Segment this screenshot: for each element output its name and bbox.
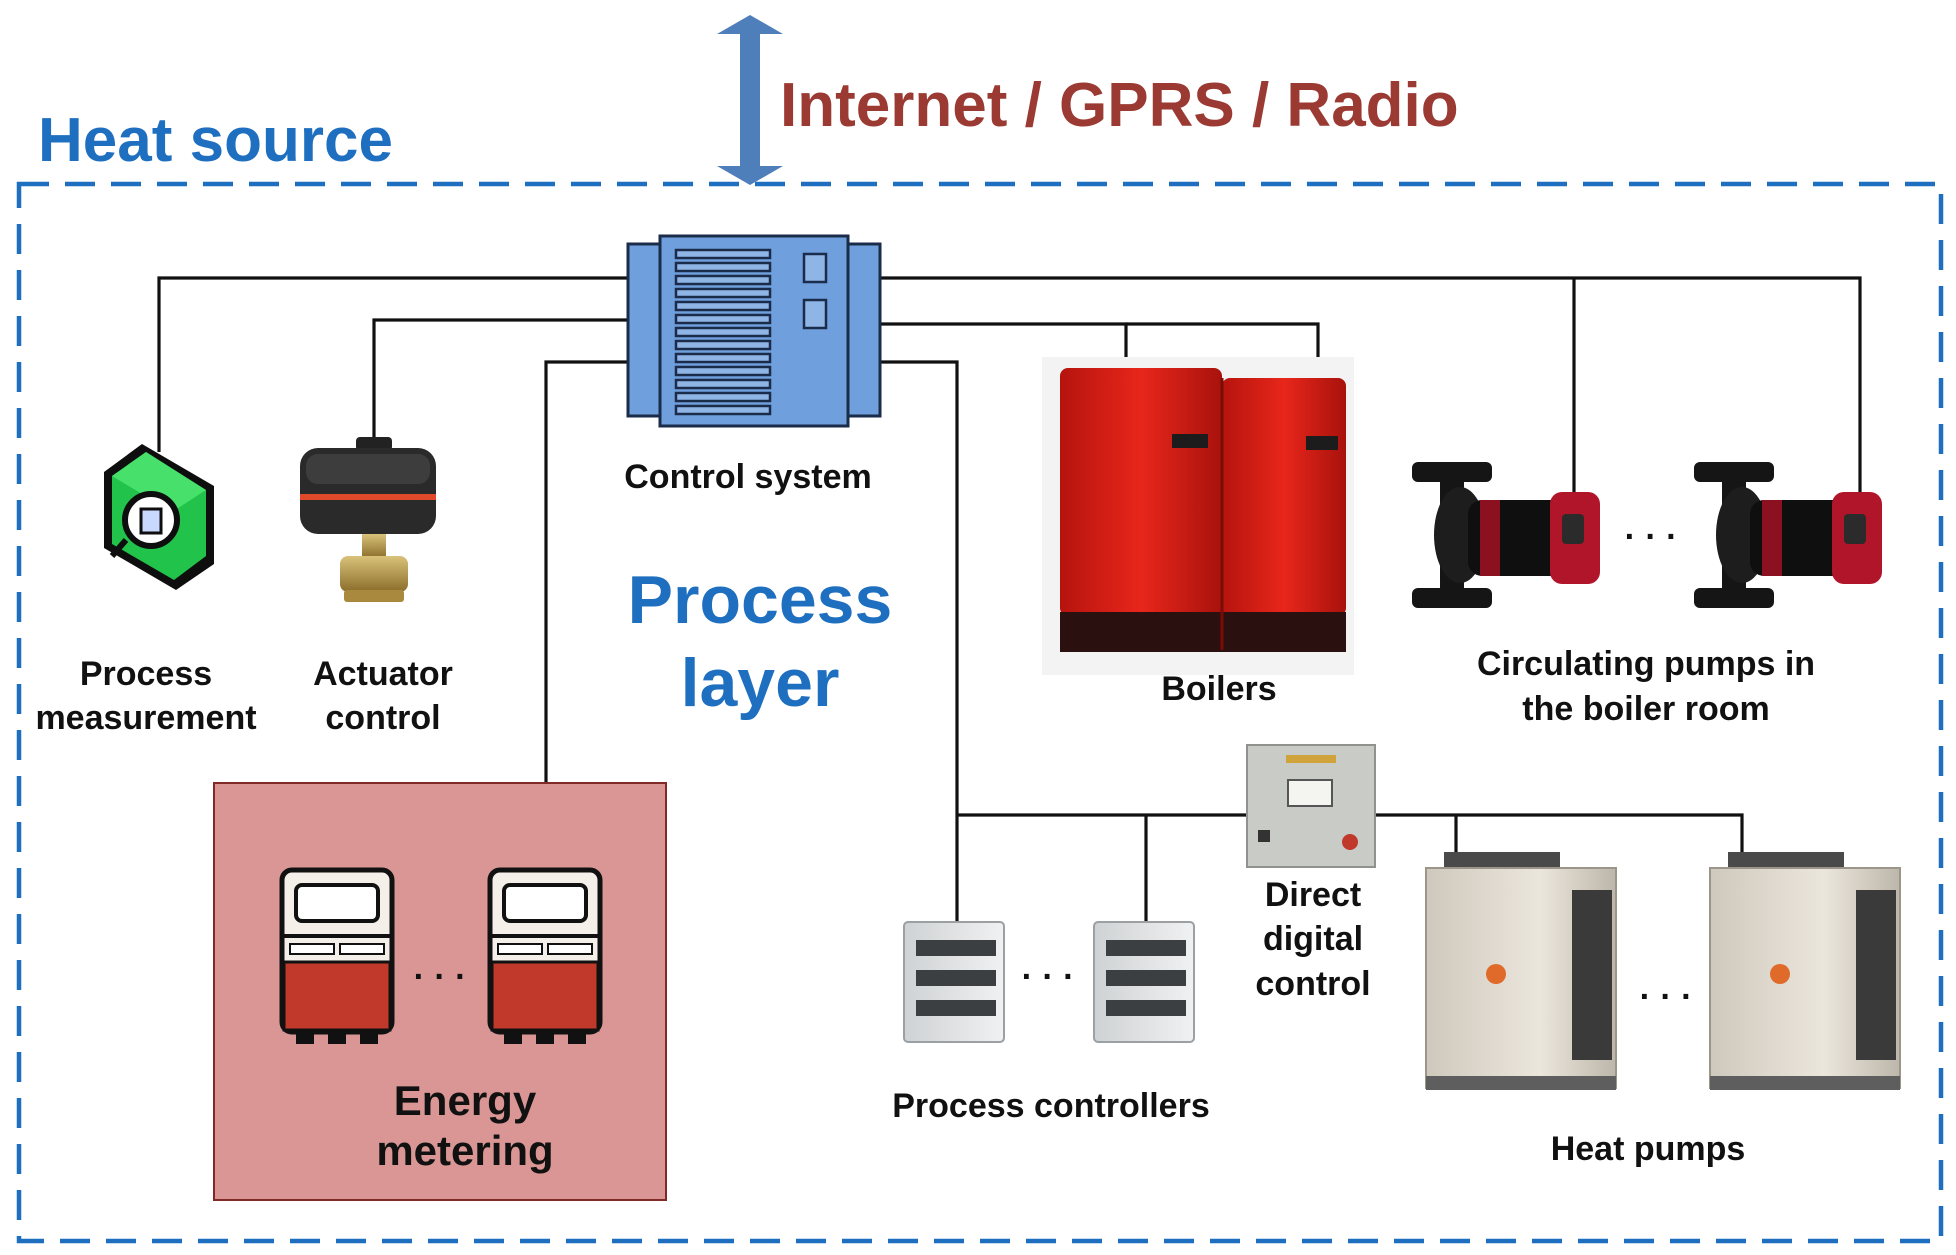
heat-source-title: Heat source — [38, 106, 393, 175]
ddc-label-1: Direct — [1265, 876, 1361, 914]
process-measurement-label-1: Process — [80, 655, 212, 693]
boilers-label: Boilers — [1161, 670, 1276, 708]
ddc-label-2: digital — [1263, 920, 1363, 958]
sensor-icon — [104, 444, 214, 590]
actuator-control-label-2: control — [325, 699, 440, 737]
actuator-control-label-1: Actuator — [313, 655, 453, 693]
process-controllers-label: Process controllers — [892, 1087, 1209, 1125]
boiler-icon — [1042, 357, 1354, 675]
energy-meters-ellipsis: · · · — [414, 958, 467, 996]
heat-pump-icon — [1709, 852, 1901, 1090]
circulating-pump-icon — [1412, 462, 1600, 608]
controller-cabinet-icon — [1093, 921, 1195, 1043]
energy-metering-label-1: Energy — [394, 1077, 537, 1124]
heat-source-frame — [16, 181, 1944, 1244]
heat-pumps-label: Heat pumps — [1551, 1130, 1746, 1168]
server-cabinet-icon — [626, 234, 882, 428]
heat-pump-icon — [1425, 852, 1617, 1090]
energy-meter-icon — [487, 867, 603, 1044]
control-panel-icon — [1246, 744, 1376, 868]
process-layer-title-line1: Process — [628, 562, 893, 638]
circulating-pump-icon — [1694, 462, 1882, 608]
energy-meter-icon — [279, 867, 395, 1044]
controllers-ellipsis: · · · — [1022, 958, 1075, 996]
network-title: Internet / GPRS / Radio — [780, 71, 1459, 140]
pumps-ellipsis: · · · — [1625, 518, 1678, 556]
circulating-pumps-label-1: Circulating pumps in — [1477, 645, 1815, 683]
circulating-pumps-label-2: the boiler room — [1522, 690, 1769, 728]
energy-metering-label-2: metering — [376, 1127, 553, 1174]
ddc-label-3: control — [1255, 965, 1370, 1003]
process-layer-title-line2: layer — [681, 645, 840, 721]
controller-cabinet-icon — [903, 921, 1005, 1043]
process-measurement-label-2: measurement — [35, 699, 256, 737]
valve-actuator-icon — [300, 437, 436, 602]
heat-pumps-ellipsis: · · · — [1640, 978, 1693, 1016]
bidirectional-arrow-icon — [717, 15, 783, 185]
control-system-label: Control system — [624, 458, 872, 496]
